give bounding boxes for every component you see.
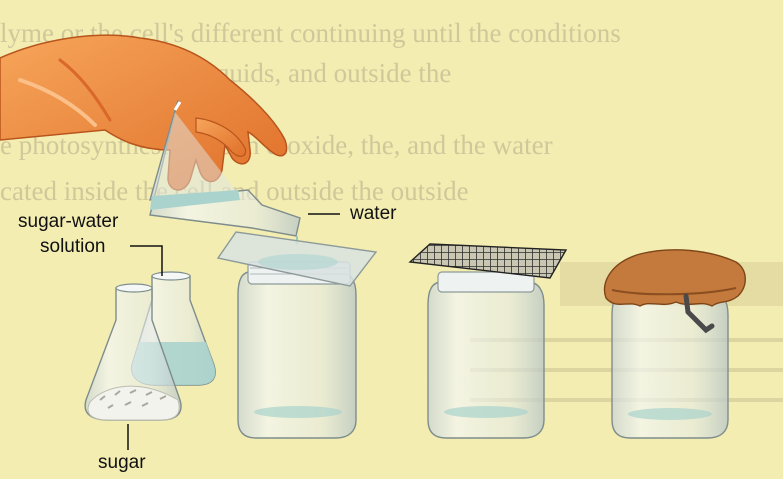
sugar-water-solution-label-line1: sugar-water [18, 211, 118, 233]
cloth-covered-jar-icon [604, 250, 745, 438]
water-label: water [350, 203, 396, 225]
mesh-covered-jar-icon [410, 244, 566, 438]
sugar-label: sugar [98, 452, 146, 474]
sugar-water-solution-label-line2: solution [40, 236, 106, 258]
solution-label-leader [130, 246, 162, 276]
glass-plate-jar-icon [218, 232, 376, 438]
gloved-hand-icon [0, 35, 287, 190]
